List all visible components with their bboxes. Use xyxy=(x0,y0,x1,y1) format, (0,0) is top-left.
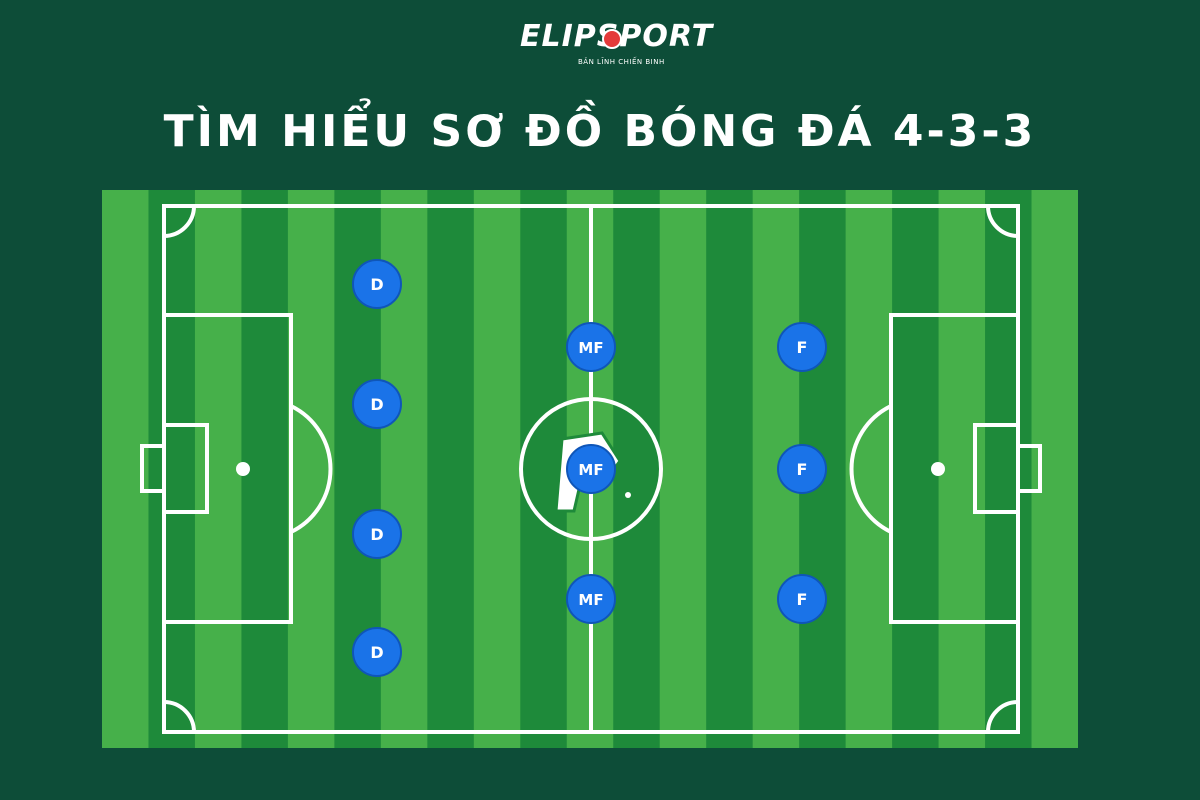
player-marker-mf: MF xyxy=(566,574,616,624)
right-goal xyxy=(1016,444,1042,493)
player-role-label: D xyxy=(370,643,383,662)
player-role-label: D xyxy=(370,275,383,294)
player-role-label: F xyxy=(797,460,808,479)
player-circle xyxy=(566,574,616,624)
corner-arc-bottom-left xyxy=(163,700,196,733)
player-circle xyxy=(352,509,402,559)
logo-tagline: BẢN LĨNH CHIẾN BINH xyxy=(578,58,665,66)
left-goal xyxy=(140,444,166,493)
logo-swirl-icon xyxy=(602,29,622,49)
corner-arc-bottom-right xyxy=(986,700,1019,733)
player-role-label: MF xyxy=(578,461,603,479)
player-circle xyxy=(777,322,827,372)
player-marker-d: D xyxy=(352,509,402,559)
player-marker-mf: MF xyxy=(566,444,616,494)
grass-stripe xyxy=(194,190,242,748)
player-circle xyxy=(352,627,402,677)
grass-stripe xyxy=(287,190,335,748)
player-role-label: MF xyxy=(578,339,603,357)
player-marker-f: F xyxy=(777,322,827,372)
corner-arc-top-left xyxy=(163,205,196,238)
grass-stripe xyxy=(659,190,707,748)
right-penalty-spot xyxy=(931,462,945,476)
grass-stripe xyxy=(473,190,521,748)
center-circle xyxy=(519,397,663,541)
player-role-label: D xyxy=(370,525,383,544)
page-title: TÌM HIỂU SƠ ĐỒ BÓNG ĐÁ 4-3-3 xyxy=(163,106,1037,157)
player-circle xyxy=(777,444,827,494)
player-marker-d: D xyxy=(352,627,402,677)
player-circle xyxy=(777,574,827,624)
player-circle xyxy=(352,379,402,429)
right-penalty-arc xyxy=(849,404,892,534)
football-pitch: D D D D MF MF MF F F F xyxy=(102,190,1078,748)
left-penalty-arc xyxy=(290,404,333,534)
player-role-label: MF xyxy=(578,591,603,609)
player-marker-f: F xyxy=(777,574,827,624)
player-circle xyxy=(566,444,616,494)
player-circle xyxy=(566,322,616,372)
player-role-label: F xyxy=(797,590,808,609)
player-marker-mf: MF xyxy=(566,322,616,372)
left-penalty-spot xyxy=(236,462,250,476)
players-layer: D D D D MF MF MF F F F xyxy=(352,259,827,677)
player-marker-d: D xyxy=(352,379,402,429)
player-marker-f: F xyxy=(777,444,827,494)
corner-arc-top-right xyxy=(986,205,1019,238)
pitch-diagram: D D D D MF MF MF F F F xyxy=(102,190,1078,748)
elipsport-logo: ELIPSPORT BẢN LĨNH CHIẾN BINH xyxy=(520,18,712,70)
player-role-label: F xyxy=(797,338,808,357)
player-role-label: D xyxy=(370,395,383,414)
player-marker-d: D xyxy=(352,259,402,309)
grass-stripe xyxy=(938,190,986,748)
player-circle xyxy=(352,259,402,309)
